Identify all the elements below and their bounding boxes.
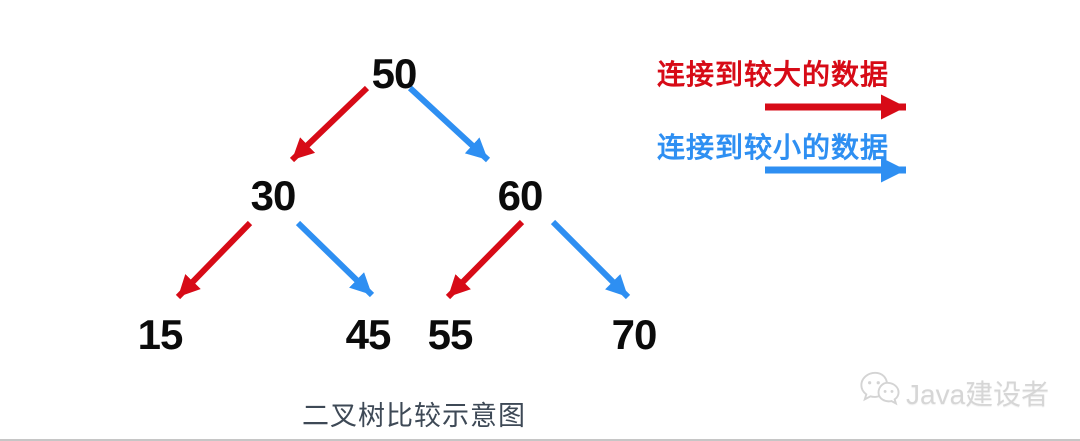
tree-node-45: 45 (345, 311, 392, 358)
tree-node-60: 60 (497, 172, 544, 219)
edge-30-45 (295, 220, 375, 298)
edge-60-55 (445, 219, 525, 300)
diagram-caption: 二叉树比较示意图 (302, 401, 526, 431)
edge-30-15 (175, 220, 253, 300)
legend-label-larger: 连接到较大的数据 (657, 59, 890, 90)
watermark-text: Java建设者 (906, 378, 1050, 410)
edge-60-70 (550, 219, 631, 300)
watermark: Java建设者 (858, 368, 1049, 417)
legend-label-smaller: 连接到较小的数据 (657, 132, 890, 163)
edge-50-60 (407, 85, 491, 163)
tree-node-70: 70 (611, 311, 658, 358)
wechat-icon (858, 368, 900, 417)
tree-node-50: 50 (371, 50, 418, 97)
tree-node-55: 55 (427, 311, 474, 358)
tree-edges (175, 85, 631, 300)
legend-arrows (765, 94, 906, 183)
edge-50-30 (289, 85, 370, 163)
tree-node-15: 15 (137, 311, 184, 358)
tree-node-30: 30 (250, 172, 297, 219)
